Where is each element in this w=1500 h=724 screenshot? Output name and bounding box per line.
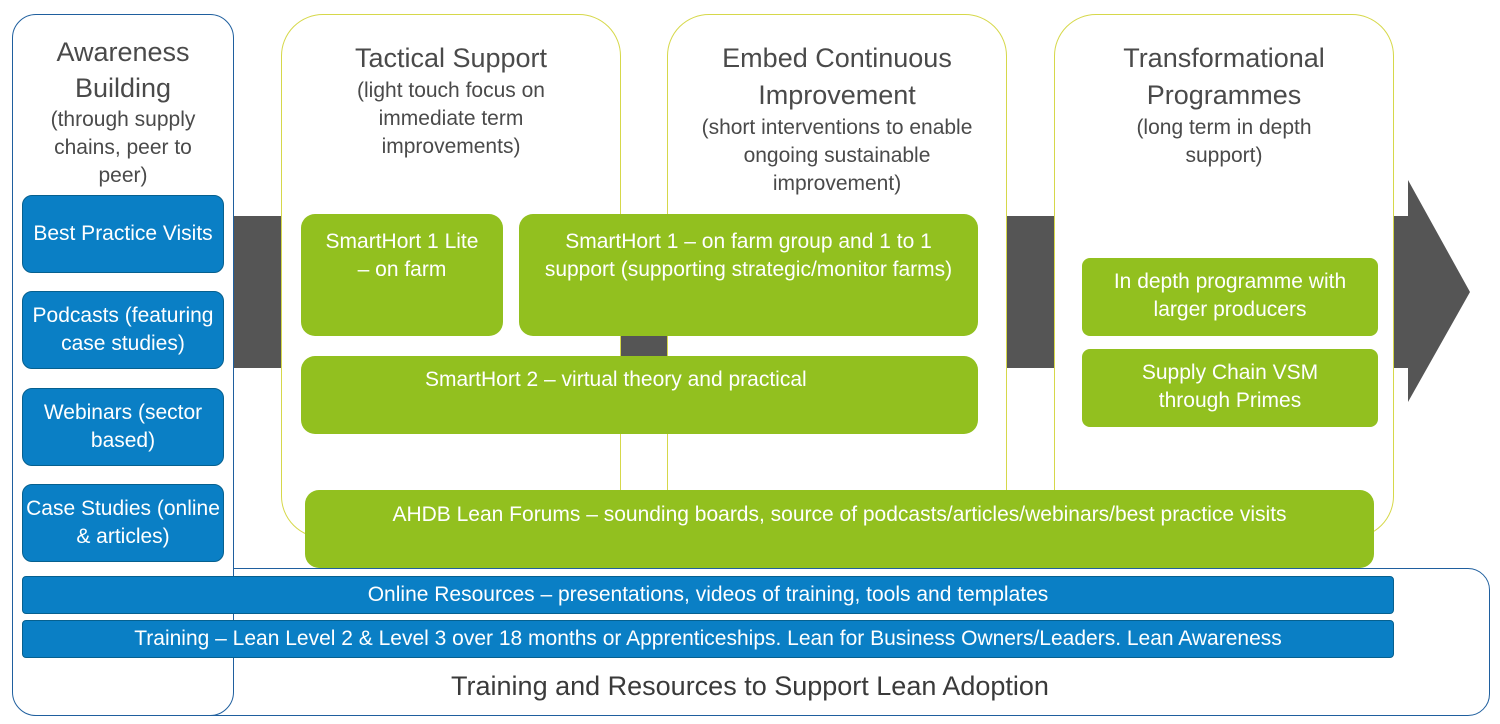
in-depth-programme-box: In depth programme with larger producers (1082, 258, 1378, 336)
resources-title: Training and Resources to Support Lean A… (451, 671, 1049, 701)
smarthort1-lite-box: SmartHort 1 Lite – on farm (301, 214, 503, 336)
smarthort1-group-box: SmartHort 1 – on farm group and 1 to 1 s… (519, 214, 978, 336)
embed-subtitle: (short interventions to enable ongoing s… (701, 116, 973, 195)
training-bar: Training – Lean Level 2 & Level 3 over 1… (22, 620, 1394, 658)
embed-heading: Embed Continuous Improvement (short inte… (677, 40, 997, 198)
tactical-heading: Tactical Support (light touch focus on i… (291, 40, 611, 161)
transformational-subtitle: (long term in depth support) (1136, 116, 1312, 167)
podcasts-box: Podcasts (featuring case studies) (22, 291, 224, 369)
tactical-title: Tactical Support (354, 43, 548, 73)
transformational-title: Transformational Programmes (1123, 43, 1325, 110)
case-studies-box: Case Studies (online & articles) (22, 484, 224, 562)
webinars-box: Webinars (sector based) (22, 388, 224, 466)
lean-forums-box: AHDB Lean Forums – sounding boards, sour… (305, 490, 1374, 568)
awareness-heading: Awareness Building (through supply chain… (16, 34, 230, 190)
smarthort2-box: SmartHort 2 – virtual theory and practic… (301, 356, 978, 434)
awareness-subtitle: (through supply chains, peer to peer) (50, 108, 196, 187)
online-resources-bar: Online Resources – presentations, videos… (22, 576, 1394, 614)
awareness-title: Awareness Building (56, 37, 190, 103)
best-practice-visits-box: Best Practice Visits (22, 195, 224, 273)
supply-chain-vsm-box: Supply Chain VSM through Primes (1082, 349, 1378, 427)
transformational-heading: Transformational Programmes (long term i… (1064, 40, 1384, 170)
embed-title: Embed Continuous Improvement (722, 43, 952, 110)
tactical-subtitle: (light touch focus on immediate term imp… (357, 79, 545, 158)
